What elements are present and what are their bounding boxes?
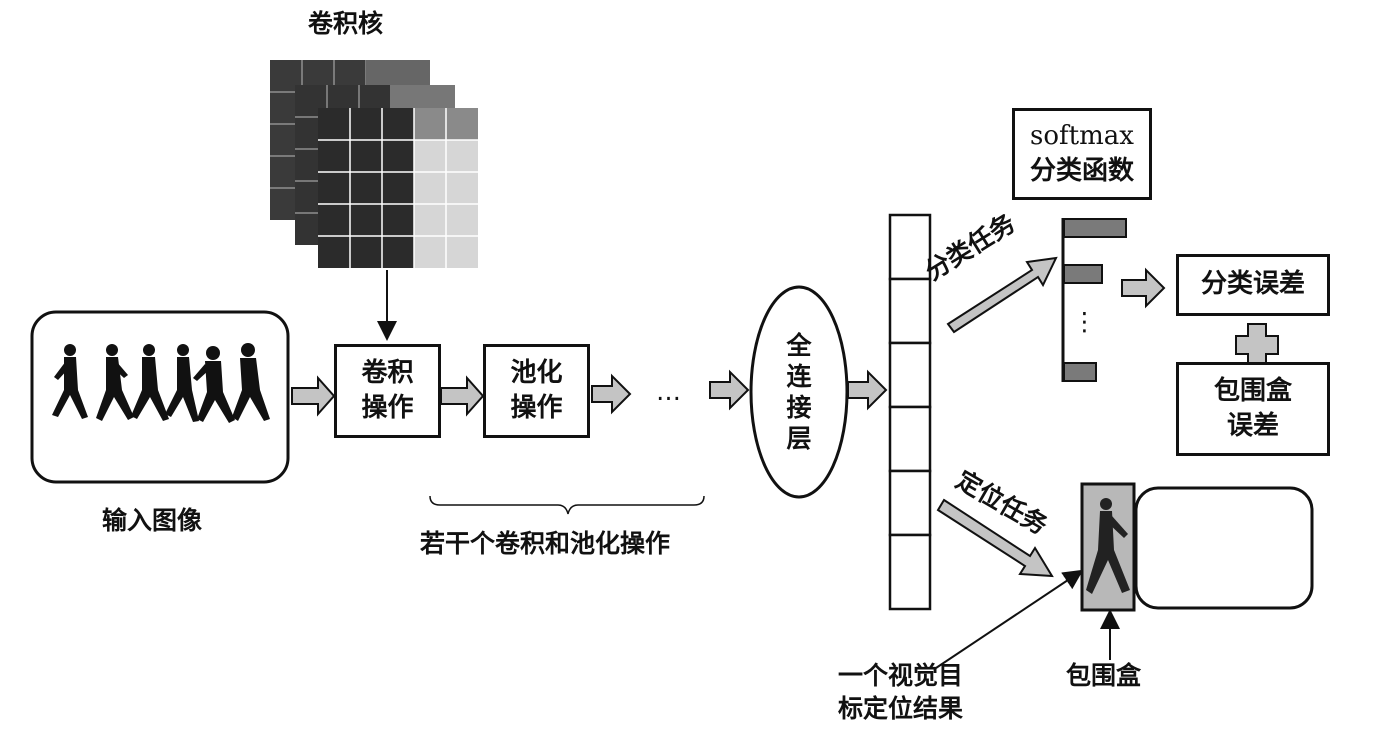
fc-layer-label: 全 连 接 层	[775, 330, 823, 454]
arrow-bars-to-error	[1121, 267, 1166, 309]
pool-op-line-1: 池化	[510, 357, 563, 388]
softmax-title: softmax	[1030, 120, 1134, 151]
arrow-fc-to-vector	[847, 369, 888, 411]
conv-op-box: 卷积 操作	[334, 344, 441, 438]
arrow-pool-to-next	[591, 373, 632, 415]
runner-silhouettes	[52, 343, 270, 423]
fc-char-2: 连	[786, 362, 812, 391]
softmax-subtitle: 分类函数	[1029, 156, 1134, 186]
repeat-label: 若干个卷积和池化操作	[420, 529, 671, 558]
target-result-line-2: 标定位结果	[838, 693, 964, 723]
plus-sign	[1235, 323, 1279, 367]
conv-op-line-1: 卷积	[361, 357, 414, 388]
runner-4	[165, 344, 199, 422]
class-error-text: 分类误差	[1200, 269, 1305, 300]
runner-3	[131, 344, 169, 421]
bbox-label: 包围盒	[1066, 661, 1142, 690]
target-result-line-1: 一个视觉目	[838, 661, 964, 690]
pool-op-line-2: 操作	[510, 393, 563, 423]
target-result-label: 一个视觉目 标定位结果	[838, 660, 963, 725]
fc-char-3: 接	[786, 393, 812, 422]
kernel-layer-front	[318, 108, 478, 268]
input-label: 输入图像	[102, 506, 203, 535]
bars-vertical-dots: ⋮	[1072, 307, 1097, 336]
runner-1	[52, 344, 88, 419]
target-runner-silhouette	[1086, 498, 1130, 594]
arrow-locate-task	[936, 498, 1054, 578]
arrow-conv-to-pool	[440, 375, 485, 417]
fc-layer-ellipse	[749, 285, 849, 499]
class-error-box: 分类误差	[1176, 254, 1330, 316]
fc-char-1: 全	[786, 331, 812, 360]
kernel-stack	[270, 60, 478, 268]
ellipsis: …	[656, 377, 681, 406]
repeat-brace	[429, 495, 705, 515]
kernel-label: 卷积核	[308, 9, 384, 38]
fc-char-4: 层	[786, 424, 812, 453]
conv-op-line-2: 操作	[361, 393, 414, 423]
bbox-error-box: 包围盒 误差	[1176, 362, 1330, 456]
runner-5	[193, 346, 235, 423]
softmax-bars	[1063, 218, 1127, 382]
bbox-output-frame	[1134, 486, 1314, 610]
runner-2	[96, 344, 134, 421]
bbox-error-line-1: 包围盒	[1213, 375, 1292, 406]
flow-arrows	[291, 256, 1279, 578]
feature-vector	[888, 213, 932, 611]
pool-op-box: 池化 操作	[483, 344, 590, 438]
arrow-input-to-conv	[291, 375, 336, 417]
arrow-classify-task	[946, 256, 1058, 334]
softmax-box: softmax 分类函数	[1012, 108, 1152, 200]
bbox-error-line-2: 误差	[1226, 411, 1279, 441]
pointer-to-target	[935, 569, 1084, 669]
arrow-to-fc	[709, 369, 750, 411]
runner-6	[232, 343, 270, 421]
